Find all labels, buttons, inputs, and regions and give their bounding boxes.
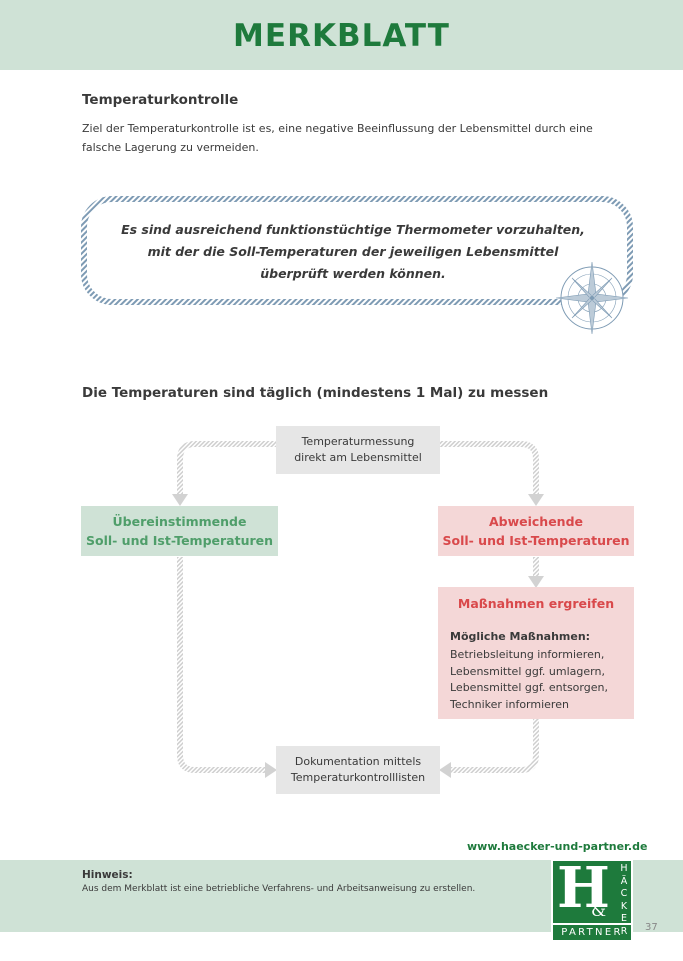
flow-box-line: Soll- und Ist-Temperaturen <box>85 533 274 548</box>
measures-item: Lebensmittel ggf. umlagern, <box>450 664 605 678</box>
compass-rose-icon <box>555 261 629 335</box>
flow-box-deviate: Abweichende Soll- und Ist-Temperaturen <box>438 506 634 556</box>
logo-ampersand: & <box>591 901 607 921</box>
flow-box-line: Abweichende <box>488 514 584 529</box>
arrowhead <box>265 762 277 778</box>
flow-arrow-start-to-deviate <box>440 441 539 495</box>
logo-vertical-letter: K <box>620 900 628 912</box>
logo-vertical-letter: C <box>620 888 628 900</box>
logo-letter: H <box>557 855 610 921</box>
callout-line: mit der die Soll-Temperaturen der jeweil… <box>147 244 559 259</box>
measures-list: Betriebsleitung informieren, Lebensmitte… <box>450 647 608 713</box>
logo-divider <box>553 923 631 925</box>
flow-box-line: Soll- und Ist-Temperaturen <box>442 533 630 548</box>
arrowhead <box>528 494 544 506</box>
website-link[interactable]: www.haecker-und-partner.de <box>467 840 648 853</box>
section-heading-temperaturkontrolle: Temperaturkontrolle <box>82 92 239 108</box>
flow-box-line: direkt am Lebensmittel <box>294 451 422 464</box>
flow-box-line: Übereinstimmende <box>112 514 247 529</box>
callout-line: Es sind ausreichend funktionstüchtige Th… <box>121 222 585 237</box>
flow-box-line: Dokumentation mittels <box>294 755 422 768</box>
intro-line: falsche Lagerung zu vermeiden. <box>82 141 259 154</box>
callout-frame <box>81 196 633 305</box>
flow-box-measures: Maßnahmen ergreifen Mögliche Maßnahmen: … <box>438 587 634 719</box>
measures-title: Maßnahmen ergreifen <box>457 596 615 611</box>
hint-text: Aus dem Merkblatt ist eine betriebliche … <box>82 884 476 894</box>
callout-line: überprüft werden können. <box>260 266 446 281</box>
measures-item: Techniker informieren <box>450 697 569 711</box>
intro-paragraph: Ziel der Temperaturkontrolle ist es, ein… <box>82 119 602 157</box>
hint-title: Hinweis: <box>82 869 133 881</box>
logo-vertical-letter: E <box>620 913 627 925</box>
flow-box-measurement: Temperaturmessung direkt am Lebensmittel <box>276 426 440 474</box>
measures-item: Betriebsleitung informieren, <box>450 648 605 661</box>
intro-line: Ziel der Temperaturkontrolle ist es, ein… <box>82 122 593 135</box>
section-heading-daily-measurement: Die Temperaturen sind täglich (mindesten… <box>82 385 549 401</box>
arrowhead <box>172 494 188 506</box>
logo-partner: PARTNER <box>561 927 623 938</box>
flow-arrow-measures-to-end <box>450 719 539 773</box>
logo-vertical-name: H Ä C K E R <box>617 863 631 939</box>
logo-vertical-letter: R <box>620 925 628 937</box>
flow-box-line: Temperaturkontrolllisten <box>290 771 426 784</box>
page-title: MERKBLATT <box>233 18 450 54</box>
callout-text: Es sind ausreichend funktionstüchtige Th… <box>118 219 588 285</box>
page-number: 37 <box>645 922 658 933</box>
flow-box-match: Übereinstimmende Soll- und Ist-Temperatu… <box>81 506 278 556</box>
measures-subtitle: Mögliche Maßnahmen: <box>450 630 591 643</box>
flow-arrow-match-to-end <box>177 557 266 773</box>
flow-arrow-start-to-match <box>177 441 276 495</box>
measures-item: Lebensmittel ggf. entsorgen, <box>450 681 608 694</box>
logo-vertical-letter: Ä <box>620 875 628 887</box>
flow-box-line: Temperaturmessung <box>301 435 415 448</box>
arrowhead <box>528 576 544 588</box>
header-bar <box>0 0 683 70</box>
flow-box-documentation: Dokumentation mittels Temperaturkontroll… <box>276 746 440 794</box>
logo-vertical-letter: H <box>620 863 628 874</box>
company-logo: H & H Ä C K E R PARTNER <box>551 855 633 942</box>
arrowhead <box>439 762 451 778</box>
